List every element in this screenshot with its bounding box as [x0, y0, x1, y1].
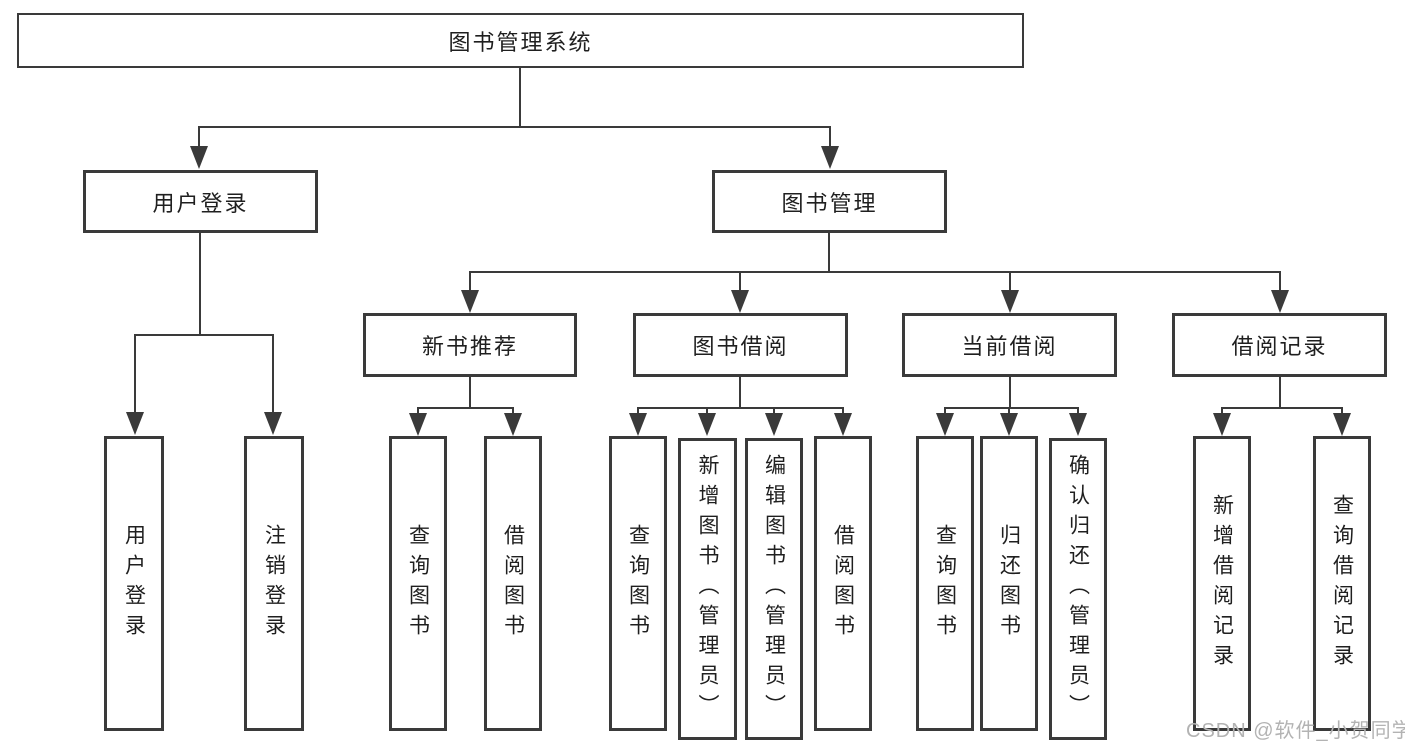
connector-line	[199, 233, 201, 335]
arrowhead-down-icon	[821, 146, 839, 169]
leaf-logout: 注销登录	[244, 436, 304, 731]
connector-line	[637, 408, 639, 415]
connector-line	[944, 407, 1079, 409]
arrowhead-down-icon	[1000, 413, 1018, 436]
arrowhead-down-icon	[126, 412, 144, 435]
connector-line	[1221, 407, 1343, 409]
connector-line	[773, 408, 775, 415]
connector-line	[134, 334, 274, 336]
connector-line	[842, 408, 844, 415]
leaf-return-books: 归还图书	[980, 436, 1038, 731]
arrowhead-down-icon	[504, 413, 522, 436]
leaf-label: 编辑图书（管理员）	[762, 454, 786, 724]
arrowhead-down-icon	[190, 146, 208, 169]
connector-line	[1341, 408, 1343, 415]
node-current-borrow: 当前借阅	[902, 313, 1117, 377]
leaf-query-books-recommend: 查询图书	[389, 436, 447, 731]
leaf-add-books-admin: 新增图书（管理员）	[678, 438, 737, 740]
node-new-book-recommend-label: 新书推荐	[421, 334, 518, 359]
connector-line	[706, 408, 708, 415]
connector-line	[828, 233, 830, 272]
leaf-label: 新增借阅记录	[1210, 493, 1234, 674]
connector-line	[739, 377, 741, 408]
leaf-label: 借阅图书	[501, 523, 525, 644]
connector-line	[198, 126, 831, 128]
node-root: 图书管理系统	[17, 13, 1024, 68]
leaf-query-books-borrow: 查询图书	[609, 436, 667, 731]
node-current-borrow-label: 当前借阅	[961, 334, 1058, 359]
leaf-label: 注销登录	[262, 523, 286, 644]
arrowhead-down-icon	[834, 413, 852, 436]
arrowhead-down-icon	[1333, 413, 1351, 436]
connector-line	[944, 408, 946, 415]
leaf-label: 新增图书（管理员）	[696, 454, 719, 724]
node-root-label: 图书管理系统	[448, 29, 593, 55]
connector-line	[1077, 408, 1079, 415]
arrowhead-down-icon	[409, 413, 427, 436]
leaf-label: 借阅图书	[831, 523, 855, 644]
leaf-user-login: 用户登录	[104, 436, 164, 731]
node-book-borrow: 图书借阅	[633, 313, 848, 377]
leaf-confirm-return-admin: 确认归还（管理员）	[1049, 438, 1107, 740]
connector-line	[1009, 272, 1011, 292]
leaf-borrow-books-recommend: 借阅图书	[484, 436, 542, 731]
arrowhead-down-icon	[936, 413, 954, 436]
connector-line	[1279, 272, 1281, 292]
node-borrow-records-label: 借阅记录	[1231, 334, 1328, 359]
leaf-query-books-current: 查询图书	[916, 436, 974, 731]
connector-line	[469, 272, 471, 292]
connector-line	[637, 407, 844, 409]
arrowhead-down-icon	[698, 413, 716, 436]
node-user-login: 用户登录	[83, 170, 318, 233]
connector-line	[512, 408, 514, 415]
leaf-label: 查询图书	[406, 523, 430, 644]
arrowhead-down-icon	[1001, 290, 1019, 313]
connector-line	[829, 127, 831, 148]
connector-line	[417, 407, 514, 409]
connector-line	[1008, 408, 1010, 415]
node-borrow-records: 借阅记录	[1172, 313, 1387, 377]
node-book-management-label: 图书管理	[781, 190, 878, 216]
connector-line	[198, 127, 200, 148]
node-user-login-label: 用户登录	[152, 190, 249, 216]
connector-line	[469, 271, 1281, 273]
leaf-label: 查询图书	[626, 523, 650, 644]
connector-line	[469, 377, 471, 408]
connector-line	[1279, 377, 1281, 408]
node-new-book-recommend: 新书推荐	[363, 313, 577, 377]
leaf-edit-books-admin: 编辑图书（管理员）	[745, 438, 803, 740]
connector-line	[1221, 408, 1223, 415]
leaf-borrow-books: 借阅图书	[814, 436, 872, 731]
connector-line	[519, 68, 521, 127]
leaf-query-borrow-record: 查询借阅记录	[1313, 436, 1371, 731]
leaf-label: 查询借阅记录	[1330, 493, 1354, 674]
connector-line	[272, 335, 274, 414]
arrowhead-down-icon	[1271, 290, 1289, 313]
arrowhead-down-icon	[765, 413, 783, 436]
node-book-borrow-label: 图书借阅	[692, 334, 789, 359]
arrowhead-down-icon	[731, 290, 749, 313]
csdn-watermark: CSDN @软件_小贺同学	[1186, 720, 1405, 742]
leaf-label: 归还图书	[997, 523, 1021, 644]
connector-line	[134, 335, 136, 414]
arrowhead-down-icon	[461, 290, 479, 313]
leaf-label: 查询图书	[933, 523, 957, 644]
arrowhead-down-icon	[1069, 413, 1087, 436]
connector-line	[417, 408, 419, 415]
connector-line	[739, 272, 741, 292]
leaf-label: 确认归还（管理员）	[1066, 454, 1090, 724]
arrowhead-down-icon	[264, 412, 282, 435]
connector-line	[1009, 377, 1011, 408]
node-book-management: 图书管理	[712, 170, 947, 233]
leaf-add-borrow-record: 新增借阅记录	[1193, 436, 1251, 731]
leaf-label: 用户登录	[122, 523, 146, 644]
arrowhead-down-icon	[1213, 413, 1231, 436]
arrowhead-down-icon	[629, 413, 647, 436]
